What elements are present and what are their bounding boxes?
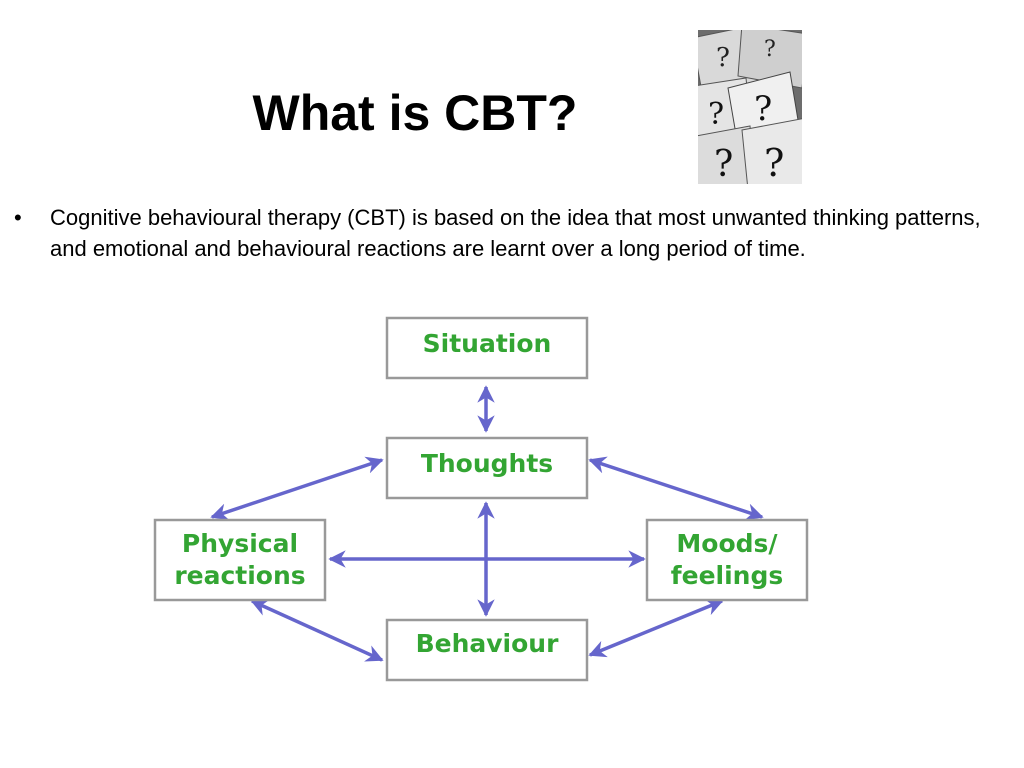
node-label: reactions [174,561,305,590]
arrow-thoughts-moods [588,456,764,521]
node-behaviour: Behaviour [385,618,589,682]
question-mark-glyph: ? [754,89,772,129]
node-situation: Situation [385,316,589,380]
node-physical-reactions: Physical reactions [153,518,327,602]
node-label: Moods/ [676,529,778,558]
node-moods-feelings: Moods/ feelings [645,518,809,602]
question-mark-glyph: ? [764,37,776,62]
question-mark-glyph: ? [764,141,784,184]
question-mark-glyph: ? [708,97,724,132]
slide-title: What is CBT? [252,85,578,141]
arrow-behaviour-moods [588,598,724,658]
question-mark-glyph: ? [716,43,730,73]
arrow-thoughts-physical [210,456,384,521]
node-thoughts: Thoughts [385,436,589,500]
node-label: Behaviour [416,629,560,658]
bullet-text: Cognitive behavioural therapy (CBT) is b… [50,205,981,261]
node-label: Physical [182,529,298,558]
cbt-cycle-diagram: Situation Thoughts Physical reactions Mo… [153,316,809,682]
bullet-list: • Cognitive behavioural therapy (CBT) is… [14,202,1004,264]
node-label: Thoughts [421,449,553,478]
bullet-item: • Cognitive behavioural therapy (CBT) is… [14,202,1004,264]
bullet-marker: • [14,205,22,230]
node-label: Situation [423,329,552,358]
question-mark-glyph: ? [714,144,733,184]
arrow-behaviour-physical [250,599,384,662]
node-label: feelings [671,561,784,590]
question-marks-photo: ? ? ? ? ? ? [698,30,802,184]
